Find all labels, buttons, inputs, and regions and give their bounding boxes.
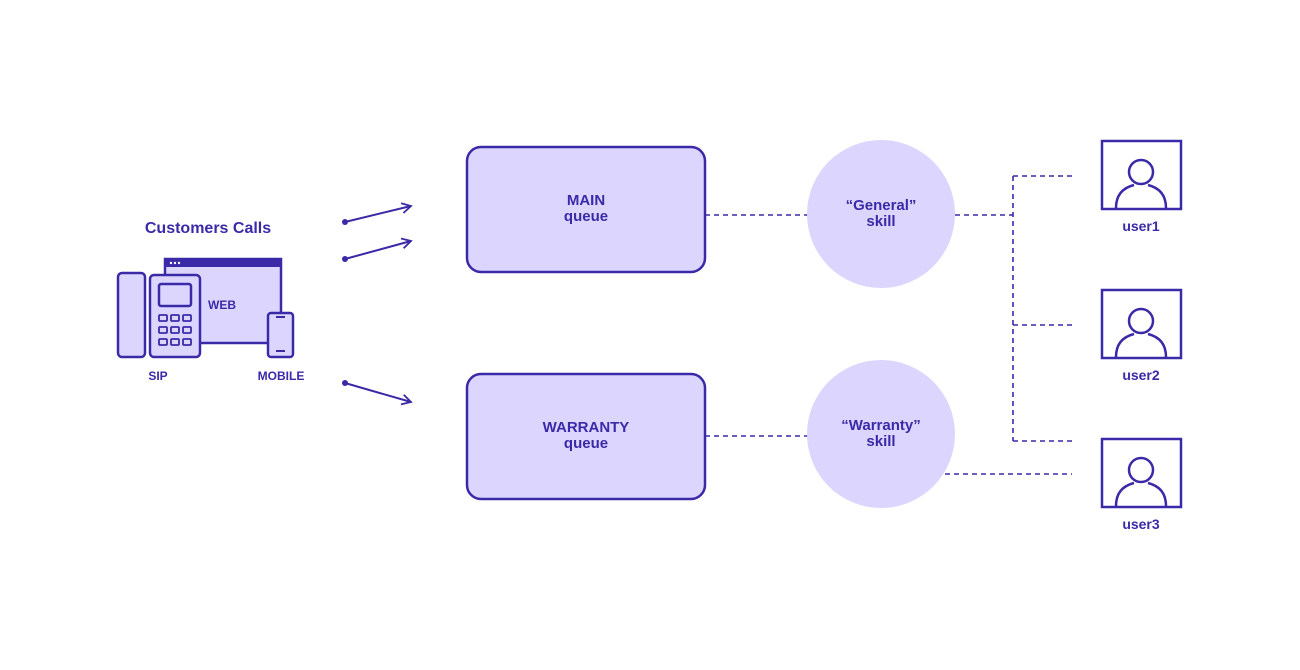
general-skill-circle — [807, 140, 955, 288]
main-queue-label: MAIN queue — [467, 193, 705, 225]
warranty-skill-circle — [807, 360, 955, 508]
user3-label: user3 — [1122, 516, 1160, 532]
arrow-to-warranty-queue — [342, 380, 413, 406]
sip-label: SIP — [148, 369, 168, 383]
main-queue-name: MAIN — [566, 192, 606, 209]
desk-phone-icon — [116, 271, 202, 359]
warranty-skill-label: “Warranty” skill — [807, 418, 955, 450]
arrow-to-main-queue-2 — [342, 237, 413, 262]
mobile-phone-icon — [266, 311, 295, 359]
warranty-queue-box — [465, 372, 707, 501]
user1-icon — [1100, 139, 1183, 211]
web-label: WEB — [208, 298, 236, 312]
main-queue-suffix: queue — [563, 208, 609, 225]
mobile-label: MOBILE — [257, 369, 305, 383]
warranty-skill-suffix: skill — [866, 433, 896, 450]
incoming-arrows — [342, 202, 413, 406]
warranty-queue-name: WARRANTY — [542, 419, 630, 436]
general-skill-suffix: skill — [866, 213, 896, 230]
warranty-queue-label: WARRANTY queue — [467, 420, 705, 452]
general-skill-name: “General” — [845, 197, 917, 214]
warranty-skill-name: “Warranty” — [841, 417, 921, 434]
general-skill-label: “General” skill — [807, 198, 955, 230]
user3-icon — [1100, 437, 1183, 509]
dashed-connectors — [705, 175, 1072, 475]
arrow-to-main-queue-1 — [342, 202, 413, 225]
warranty-queue-suffix: queue — [563, 435, 609, 452]
user1-label: user1 — [1122, 218, 1160, 234]
user2-icon — [1100, 288, 1183, 360]
customers-calls-title: Customers Calls — [144, 220, 272, 237]
user2-label: user2 — [1122, 367, 1160, 383]
main-queue-box — [465, 145, 707, 274]
